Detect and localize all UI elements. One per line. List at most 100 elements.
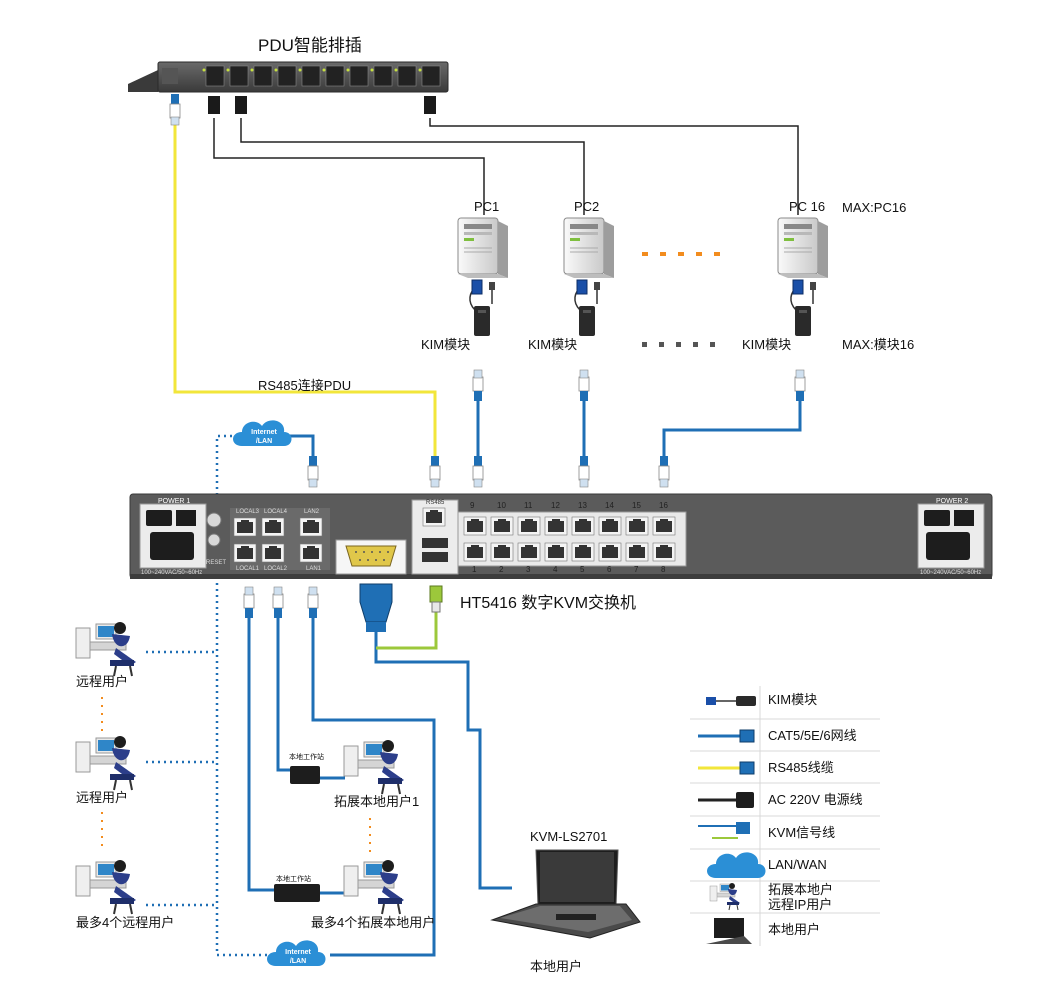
- pc1-label: PC1: [474, 199, 500, 214]
- kim-module-16-label: KIM模块: [742, 337, 792, 352]
- kvm-switch-body: [129, 493, 993, 579]
- kim-module-1-label: KIM模块: [421, 337, 471, 352]
- usb-plug: [429, 585, 443, 613]
- cloud-bottom-label: Internet/LAN: [285, 949, 311, 965]
- power1-label: POWER 1: [158, 498, 191, 505]
- local-user-2: [343, 859, 405, 915]
- switch-port-9: [463, 516, 487, 536]
- power2-spec: 100~240VAC/50~60Hz: [920, 570, 982, 576]
- switch-port-10: [490, 516, 514, 536]
- max-module-label: MAX:模块16: [842, 337, 915, 352]
- switch-port-1: [463, 542, 487, 562]
- power-cable-pc16: [429, 118, 799, 215]
- legend-cat5: CAT5/5E/6网线: [768, 728, 857, 743]
- gray-dots: [642, 342, 715, 347]
- kim-module-2-label: KIM模块: [528, 337, 578, 352]
- port-label-9: 9: [470, 501, 475, 510]
- rs485-port-label: RS485: [426, 500, 445, 506]
- remote-user-1: [75, 621, 137, 677]
- pc16-tower: [777, 217, 829, 279]
- switch-port-11: [517, 516, 541, 536]
- rs485-label: RS485连接PDU: [258, 378, 352, 393]
- power2-label: POWER 2: [936, 498, 969, 505]
- legend-power: AC 220V 电源线: [768, 792, 863, 807]
- legend-remote-ip: 远程IP用户: [768, 897, 833, 912]
- switch-port-14: [598, 516, 622, 536]
- lan1-label: LAN1: [306, 566, 322, 572]
- remote-user-3-label: 最多4个远程用户: [76, 915, 175, 930]
- kim-module-16: [790, 279, 817, 337]
- cat5-lan1: [311, 608, 436, 957]
- port-label-2: 2: [499, 565, 504, 574]
- remote-user-3: [75, 859, 137, 915]
- local-user-1-label: 拓展本地用户1: [334, 794, 420, 809]
- switch-port-12: [544, 516, 568, 536]
- reset-label: RESET: [206, 560, 227, 566]
- max-pc-label: MAX:PC16: [842, 200, 907, 215]
- local-station-1-label: 本地工作站: [289, 754, 324, 761]
- lan2-label: LAN2: [304, 509, 320, 515]
- port-label-12: 12: [551, 501, 560, 510]
- switch-port-7: [625, 542, 649, 562]
- switch-port-8: [652, 542, 676, 562]
- pc2-tower: [563, 217, 615, 279]
- kim-module-2: [574, 279, 601, 337]
- power-cable-pc2: [240, 118, 585, 215]
- port-label-16: 16: [659, 501, 668, 510]
- kvm-usb-green: [376, 612, 438, 650]
- local2-label: LOCAL2: [264, 566, 288, 572]
- cat5-local2: [276, 608, 290, 772]
- switch-port-2: [490, 542, 514, 562]
- local-user-1: [343, 739, 405, 795]
- console-label: 本地用户: [530, 959, 583, 974]
- port-label-8: 8: [661, 565, 666, 574]
- pdu-strip: [128, 61, 449, 126]
- kvm-console: [490, 849, 641, 939]
- legend-rs485: RS485线缆: [768, 760, 834, 775]
- port-label-6: 6: [607, 565, 612, 574]
- port-label-14: 14: [605, 501, 614, 510]
- rs485-cable: [173, 112, 437, 462]
- cat5-lan2: [288, 434, 315, 462]
- vga-plug: [359, 583, 393, 632]
- orange-dots: [642, 252, 720, 256]
- port-label-10: 10: [497, 501, 506, 510]
- power-cable-pc1: [213, 118, 485, 215]
- cloud-top-label: Internet/LAN: [251, 429, 277, 445]
- local-station-box-2: [274, 884, 320, 902]
- switch-port-15: [625, 516, 649, 536]
- remote-user-1-label: 远程用户: [76, 674, 129, 689]
- legend-kim: KIM模块: [768, 692, 818, 707]
- console-model-label: KVM-LS2701: [530, 829, 608, 844]
- switch-port-16: [652, 516, 676, 536]
- legend-lan-wan: LAN/WAN: [768, 857, 827, 872]
- switch-port-3: [517, 542, 541, 562]
- legend-local-user: 本地用户: [768, 922, 821, 937]
- switch-port-6: [598, 542, 622, 562]
- kim-module-1: [469, 279, 496, 337]
- local4-label: LOCAL4: [264, 509, 288, 515]
- legend-ext-user: 拓展本地户: [768, 882, 834, 897]
- remote-user-2: [75, 735, 137, 791]
- legend-kvm-signal: KVM信号线: [768, 825, 836, 840]
- port-label-13: 13: [578, 501, 587, 510]
- local-user-2-label: 最多4个拓展本地用户: [311, 915, 436, 930]
- cat5-local1: [247, 608, 275, 892]
- switch-title: HT5416 数字KVM交换机: [460, 595, 637, 612]
- port-label-3: 3: [526, 565, 531, 574]
- pdu-title: PDU智能排插: [258, 36, 362, 55]
- local3-label: LOCAL3: [236, 509, 260, 515]
- pc16-label: PC 16: [789, 199, 826, 214]
- port-label-4: 4: [553, 565, 558, 574]
- port-label-5: 5: [580, 565, 585, 574]
- legend: [690, 686, 880, 946]
- port-label-1: 1: [472, 565, 477, 574]
- kvm-signal-cable: [374, 630, 512, 890]
- local-station-2-label: 本地工作站: [276, 876, 311, 883]
- pc2-label: PC2: [574, 199, 600, 214]
- local1-label: LOCAL1: [236, 566, 260, 572]
- pc1-tower: [457, 217, 509, 279]
- switch-port-13: [571, 516, 595, 536]
